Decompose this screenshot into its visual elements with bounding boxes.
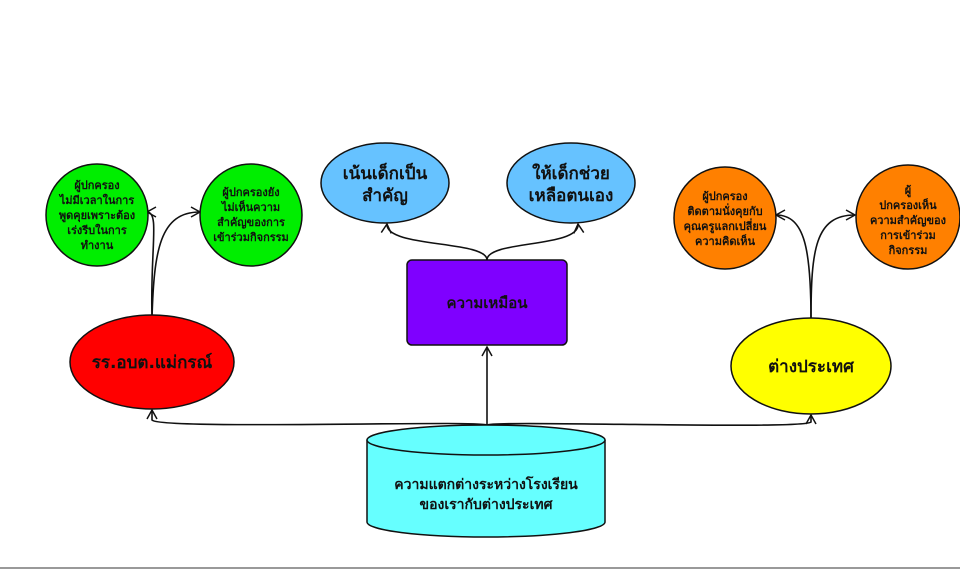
- node-line: ปกครองเห็น: [879, 198, 937, 212]
- arrow-left-to-child2: [151, 206, 202, 319]
- node-line: ให้เด็กช่วย: [532, 161, 610, 184]
- arrow-center-to-child1: [380, 222, 488, 261]
- center-label: ความเหมือน: [447, 294, 529, 312]
- right-node: ต่างประเทศ: [730, 317, 892, 415]
- center-node: ความเหมือน: [406, 259, 568, 346]
- connectors: [145, 206, 857, 427]
- node-line: สำคัญของการ: [217, 216, 285, 229]
- node-line: ผู้ปกครอง: [702, 190, 747, 204]
- node-line: การเข้าร่วม: [880, 229, 936, 242]
- node-line: เน้นเด็กเป็น: [343, 161, 428, 184]
- node-line: ผู้ปกครอง: [74, 179, 119, 193]
- node-line: ติดตามนั่งคุยกับ: [687, 203, 762, 219]
- arrow-root-to-left: [146, 408, 488, 426]
- arrow-center-to-child2: [486, 222, 585, 261]
- right-child-2: ผู้ ปกครองเห็น ความสำคัญของ การเข้าร่วม …: [855, 164, 960, 270]
- arrow-right-to-child2: [810, 209, 857, 321]
- node-line: คุณครูแลกเปลี่ยน: [684, 218, 767, 234]
- node-line: เร่งรีบในการ: [67, 223, 127, 237]
- right-child-1: ผู้ปกครอง ติดตามนั่งคุยกับ คุณครูแลกเปลี…: [673, 166, 777, 270]
- arrow-right-to-child1: [774, 209, 812, 321]
- left-node: รร.อบต.แม่กรณ์: [69, 314, 235, 410]
- root-node-cylinder: ความแตกต่างระหว่างโรงเรียน ของเรากับต่าง…: [366, 424, 606, 538]
- node-line: ความคิดเห็น: [695, 234, 755, 248]
- node-line: ไม่เห็นความ: [220, 200, 280, 214]
- center-child-1: เน้นเด็กเป็น สำคัญ: [320, 142, 450, 224]
- root-line: ความแตกต่างระหว่างโรงเรียน: [394, 475, 578, 493]
- center-child-2: ให้เด็กช่วย เหลือตนเอง: [506, 142, 636, 224]
- node-line: ความสำคัญของ: [870, 214, 946, 227]
- right-label: ต่างประเทศ: [768, 357, 855, 377]
- node-line: สำคัญ: [362, 186, 408, 206]
- node-line: เข้าร่วมกิจกรรม: [213, 231, 289, 244]
- node-line: ผู้ปกครองยัง: [222, 186, 279, 200]
- node-line: กิจกรรม: [888, 244, 927, 257]
- arrow-left-to-child1: [145, 206, 157, 319]
- root-line: ของเรากับต่างประเทศ: [420, 497, 554, 513]
- arrow-root-to-right: [486, 413, 817, 427]
- left-label: รร.อบต.แม่กรณ์: [92, 352, 213, 373]
- node-line: ไม่มีเวลาในการ: [58, 193, 135, 207]
- left-child-1: ผู้ปกครอง ไม่มีเวลาในการ พูดคุยเพราะต้อง…: [45, 163, 149, 267]
- node-line: ทำงาน: [81, 239, 114, 252]
- left-child-2: ผู้ปกครองยัง ไม่เห็นความ สำคัญของการ เข้…: [199, 163, 303, 267]
- node-line: เหลือตนเอง: [529, 185, 614, 206]
- node-line: ผู้: [905, 184, 911, 198]
- node-line: พูดคุยเพราะต้อง: [59, 209, 135, 223]
